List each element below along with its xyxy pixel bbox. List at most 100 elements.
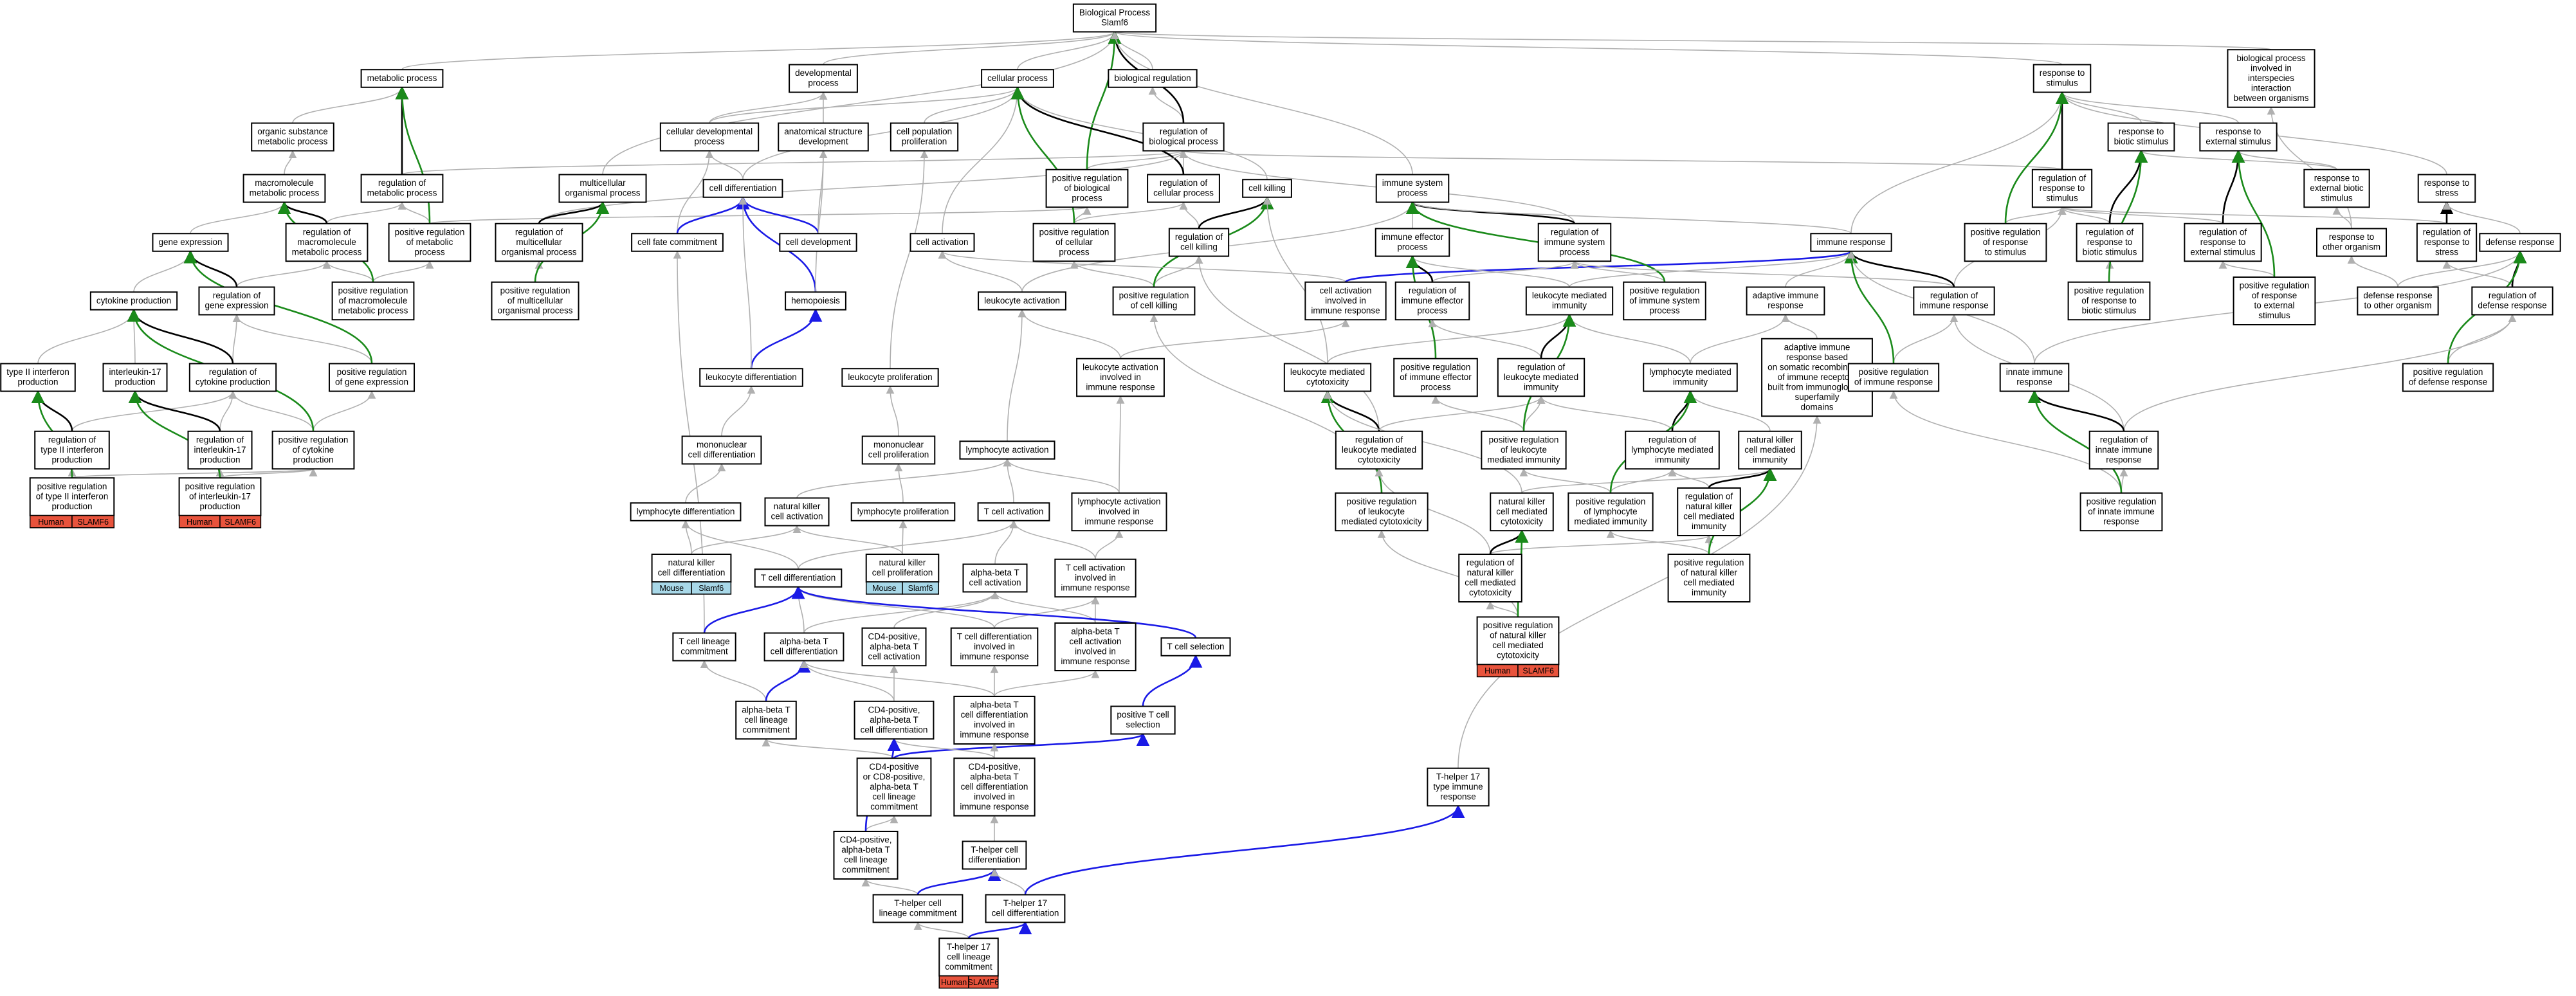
- go-term-lymphprolif[interactable]: lymphocyte proliferation: [850, 502, 956, 521]
- go-term-cellfate[interactable]: cell fate commitment: [631, 233, 724, 252]
- go-term-tcelldiff[interactable]: T cell differentiation: [754, 568, 843, 588]
- go-term-cellkill[interactable]: cell killing: [1242, 179, 1292, 198]
- go-term-bioreg[interactable]: biological regulation: [1108, 69, 1198, 88]
- go-term-celldevel[interactable]: cell development: [779, 233, 857, 252]
- go-term-geneexp[interactable]: gene expression: [152, 233, 229, 252]
- go-term-leukact[interactable]: leukocyte activation: [978, 291, 1066, 311]
- go-term-leukprolif[interactable]: leukocyte proliferation: [841, 368, 939, 387]
- go-term-leukdiff[interactable]: leukocyte differentiation: [699, 368, 803, 387]
- go-term-metabolic[interactable]: metabolic process: [360, 69, 444, 88]
- go-term-lymphdiff[interactable]: lymphocyte differentiation: [630, 502, 742, 521]
- go-term-hemo[interactable]: hemopoiesis: [785, 291, 846, 311]
- go-term-celldiff[interactable]: cell differentiation: [702, 179, 783, 198]
- go-term-tcellact[interactable]: T cell activation: [977, 502, 1050, 521]
- go-term-cellular[interactable]: cellular process: [981, 69, 1054, 88]
- go-term-tsel[interactable]: T cell selection: [1160, 637, 1231, 656]
- go-term-defresp[interactable]: defense response: [2479, 233, 2561, 252]
